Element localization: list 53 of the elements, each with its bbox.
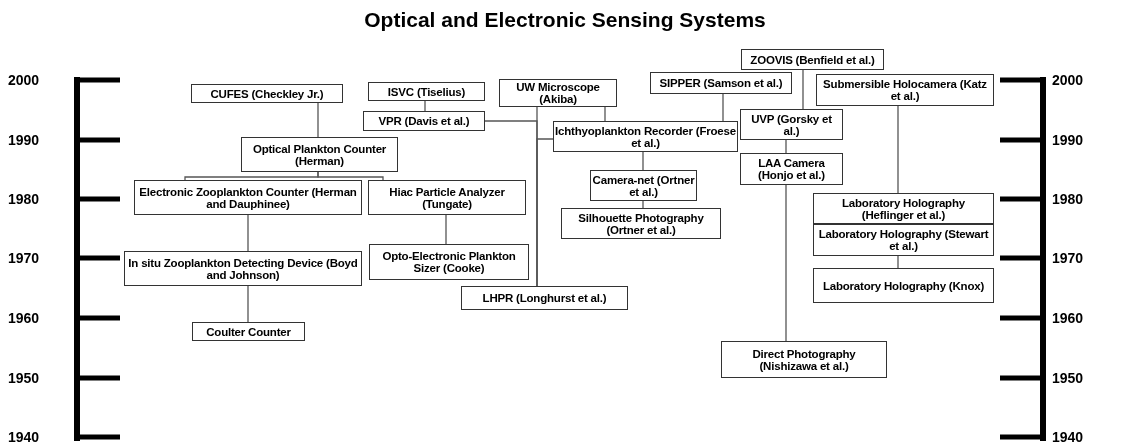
system-box: In situ Zooplankton Detecting Device (Boyd and Johnson) bbox=[124, 251, 362, 286]
connector-line bbox=[604, 106, 606, 122]
year-label: 2000 bbox=[8, 73, 40, 87]
connector-line bbox=[424, 100, 426, 112]
system-box: Silhouette Photography (Ortner et al.) bbox=[561, 208, 721, 239]
connector-line bbox=[897, 255, 899, 269]
connector-line bbox=[247, 285, 249, 323]
system-box: UW Microscope (Akiba) bbox=[499, 79, 617, 107]
connector-line bbox=[785, 184, 787, 342]
system-box: CUFES (Checkley Jr.) bbox=[191, 84, 343, 103]
diagram-title: Optical and Electronic Sensing Systems bbox=[363, 8, 767, 32]
system-box: UVP (Gorsky et al.) bbox=[740, 109, 843, 140]
system-box: SIPPER (Samson et al.) bbox=[650, 72, 792, 94]
year-label: 1980 bbox=[1052, 192, 1084, 206]
system-box: LAA Camera (Honjo et al.) bbox=[740, 153, 843, 185]
connector-line bbox=[897, 105, 899, 194]
system-box: Laboratory Holography (Heflinger et al.) bbox=[813, 193, 994, 224]
year-label: 1960 bbox=[8, 311, 40, 325]
system-box: ZOOVIS (Benfield et al.) bbox=[741, 49, 884, 70]
system-box: Submersible Holocamera (Katz et al.) bbox=[816, 74, 994, 106]
connector-line bbox=[317, 102, 319, 138]
system-box: Camera-net (Ortner et al.) bbox=[590, 170, 697, 201]
year-label: 1990 bbox=[8, 133, 40, 147]
system-box: Laboratory Holography (Knox) bbox=[813, 268, 994, 303]
system-box: Direct Photography (Nishizawa et al.) bbox=[721, 341, 887, 378]
connector-line bbox=[317, 171, 384, 181]
system-box: Ichthyoplankton Recorder (Froese et al.) bbox=[553, 121, 738, 152]
system-box: VPR (Davis et al.) bbox=[363, 111, 485, 131]
system-box: Coulter Counter bbox=[192, 322, 305, 341]
system-box: Optical Plankton Counter (Herman) bbox=[241, 137, 398, 172]
connector-line bbox=[722, 93, 724, 122]
system-box: Opto-Electronic Plankton Sizer (Cooke) bbox=[369, 244, 529, 280]
year-label: 1940 bbox=[1052, 430, 1084, 444]
system-box: Hiac Particle Analyzer (Tungate) bbox=[368, 180, 526, 215]
connector-line bbox=[536, 138, 554, 287]
year-label: 1970 bbox=[1052, 251, 1084, 265]
year-label: 1940 bbox=[8, 430, 40, 444]
connector-line bbox=[445, 214, 447, 245]
year-label: 1960 bbox=[1052, 311, 1084, 325]
year-label: 1990 bbox=[1052, 133, 1084, 147]
system-box: LHPR (Longhurst et al.) bbox=[461, 286, 628, 310]
year-label: 1950 bbox=[8, 371, 40, 385]
year-label: 1980 bbox=[8, 192, 40, 206]
year-label: 2000 bbox=[1052, 73, 1084, 87]
year-label: 1970 bbox=[8, 251, 40, 265]
connector-line bbox=[785, 139, 787, 154]
system-box: ISVC (Tiselius) bbox=[368, 82, 485, 101]
connector-line bbox=[247, 214, 249, 252]
connector-line bbox=[642, 151, 644, 171]
connector-line bbox=[642, 200, 644, 209]
system-box: Laboratory Holography (Stewart et al.) bbox=[813, 224, 994, 256]
system-box: Electronic Zooplankton Counter (Herman and Dauphinee) bbox=[134, 180, 362, 215]
year-label: 1950 bbox=[1052, 371, 1084, 385]
